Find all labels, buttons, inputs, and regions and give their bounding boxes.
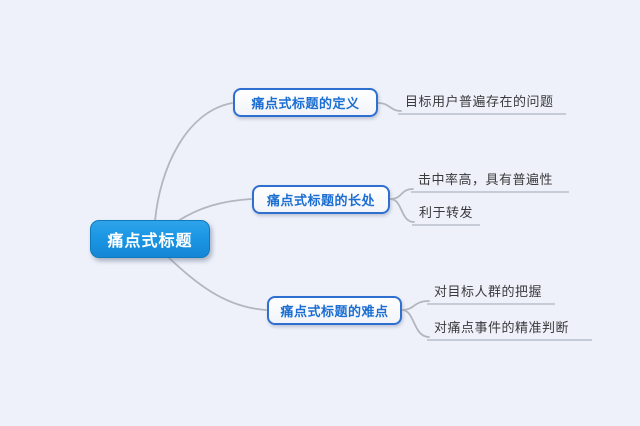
root-node[interactable]: 痛点式标题 xyxy=(90,220,210,258)
leaf-node-difficulties-2[interactable]: 对痛点事件的精准判断 xyxy=(427,317,592,341)
leaf-node-definition-1[interactable]: 目标用户普遍存在的问题 xyxy=(398,91,566,115)
connector-difficulties-leaf-2 xyxy=(401,309,430,338)
leaf-node-difficulties-1[interactable]: 对目标人群的把握 xyxy=(427,281,555,305)
connector-strengths-leaf-2 xyxy=(389,198,415,223)
branch-node-definition[interactable]: 痛点式标题的定义 xyxy=(233,88,378,117)
connector-root-branch-difficulties xyxy=(167,256,267,311)
branch-node-difficulties[interactable]: 痛点式标题的难点 xyxy=(267,296,402,325)
leaf-node-strengths-2[interactable]: 利于转发 xyxy=(412,202,481,226)
leaf-node-strengths-1[interactable]: 击中率高，具有普遍性 xyxy=(411,169,569,193)
connector-root-branch-definition xyxy=(154,102,233,222)
branch-node-strengths[interactable]: 痛点式标题的长处 xyxy=(252,185,390,214)
connector-difficulties-leaf-1 xyxy=(401,300,430,311)
connector-strengths-leaf-1 xyxy=(389,188,414,200)
connector-root-branch-strengths xyxy=(177,198,252,222)
connector-definition-leaf-1 xyxy=(377,102,402,112)
